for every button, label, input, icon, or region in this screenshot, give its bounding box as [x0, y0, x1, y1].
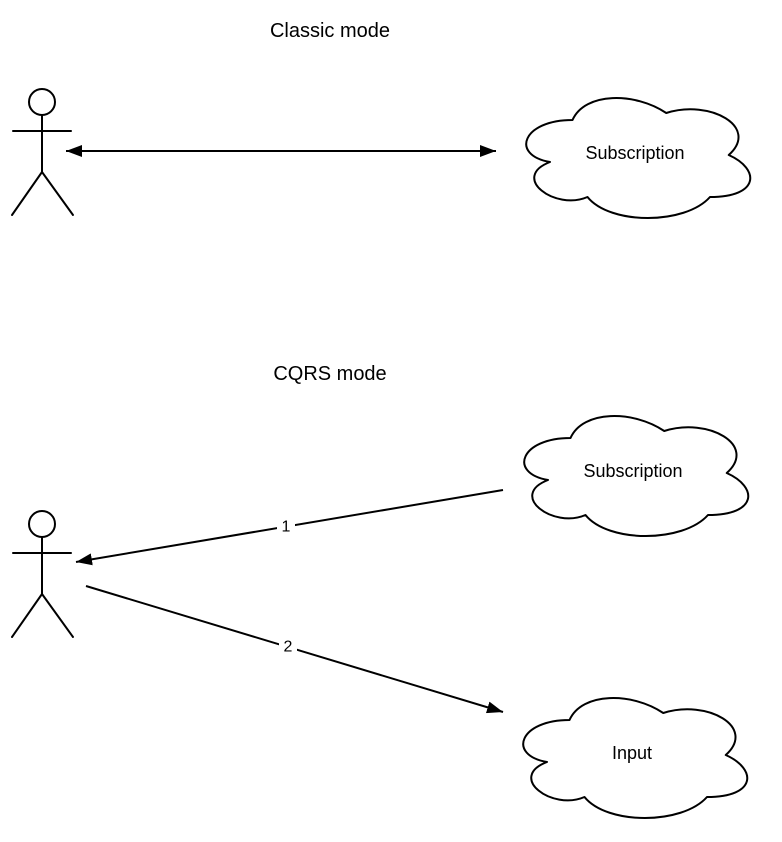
- cqrs-subscription-cloud-label: Subscription: [583, 461, 682, 481]
- cqrs-subscription-cloud: Subscription: [523, 415, 750, 537]
- actor-right-leg: [41, 171, 74, 216]
- classic-subscription-cloud: Subscription: [525, 97, 752, 219]
- actor-head: [28, 88, 56, 116]
- edge-2-label: 2: [284, 639, 293, 656]
- input-cloud: Input: [522, 697, 749, 819]
- classic-actor-icon: [11, 88, 74, 216]
- classic-mode-title: Classic mode: [270, 20, 390, 42]
- input-cloud-label: Input: [612, 743, 652, 763]
- edge-1-label-background: [277, 517, 295, 537]
- cqrs-actor-icon: [11, 510, 74, 638]
- classic-subscription-cloud-label: Subscription: [585, 143, 684, 163]
- actor-left-leg: [11, 171, 43, 216]
- actor-left-leg: [11, 593, 43, 638]
- edge-2-label-background: [279, 637, 297, 657]
- actor-right-leg: [41, 593, 74, 638]
- edge-1-label: 1: [282, 519, 291, 536]
- cqrs-mode-title: CQRS mode: [273, 363, 386, 385]
- actor-head: [28, 510, 56, 538]
